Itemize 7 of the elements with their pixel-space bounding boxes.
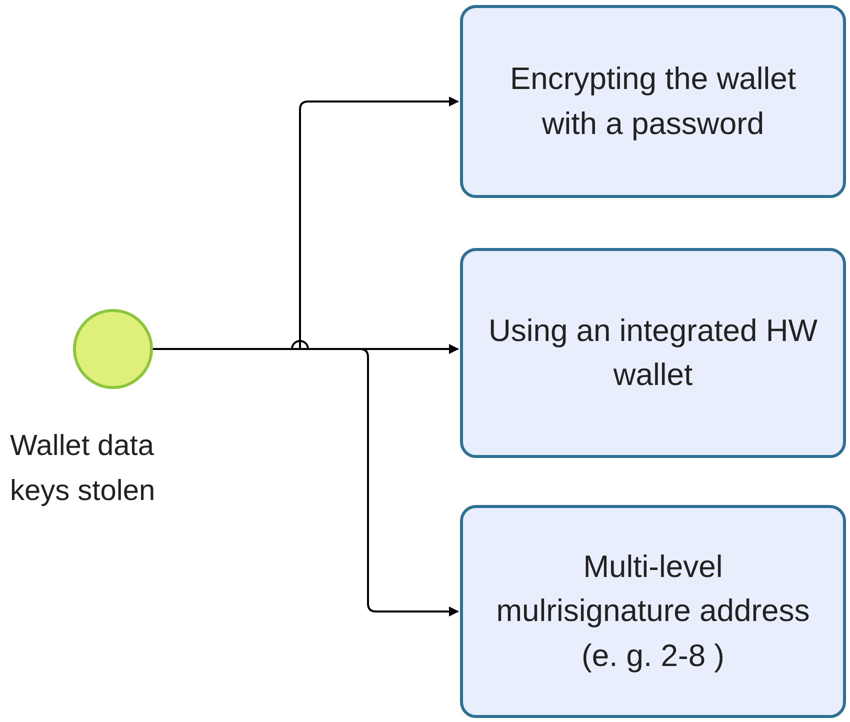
- process-box: [460, 505, 846, 718]
- box-text: Using an integrated HW wallet: [487, 312, 819, 394]
- process-box: [460, 5, 846, 198]
- box-text: Multi-level mulrisignature address (e. g. 2-8 ): [495, 548, 811, 674]
- event-label: Wallet data keys stolen: [10, 429, 156, 509]
- process-box: [460, 248, 846, 458]
- box-text: Encrypting the wallet with a password: [508, 60, 798, 142]
